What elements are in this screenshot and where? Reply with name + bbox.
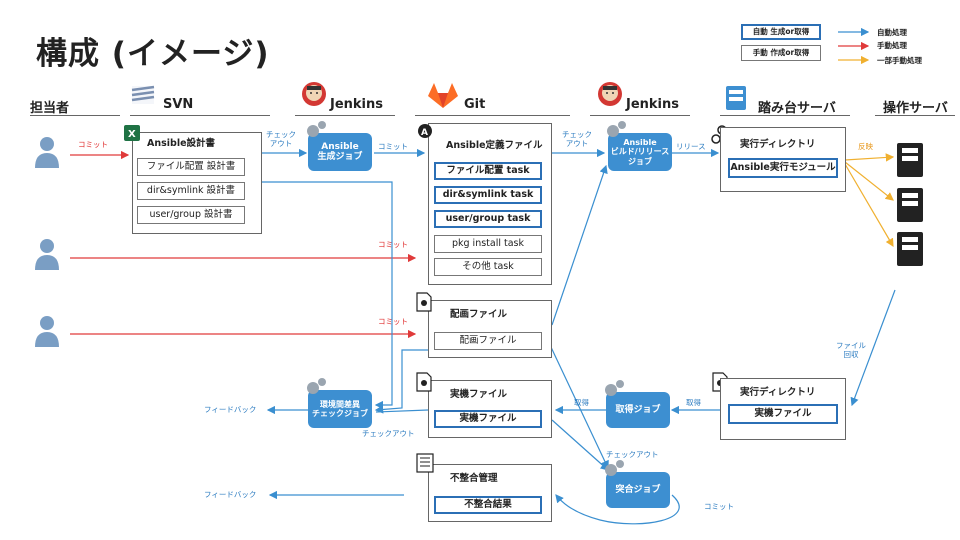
gear-icon: [307, 121, 326, 137]
actual-file-item-2: 実機ファイル: [728, 404, 838, 424]
mismatch-title: 不整合管理: [450, 473, 498, 484]
server-icon-2: [897, 188, 923, 222]
header-svn-line: [130, 115, 270, 116]
svg-text:X: X: [128, 129, 136, 140]
git-task-item-5: その他 task: [434, 258, 542, 276]
env-diff-check-job: 環境間差異 チェックジョブ: [308, 390, 372, 428]
label-fetch-1: 取得: [686, 398, 701, 407]
label-commit-git-1: コミット: [378, 240, 408, 249]
fetch-job: 取得ジョブ: [606, 392, 670, 428]
label-file-collect: ファイル 回収: [836, 341, 866, 359]
header-person: 担当者: [30, 101, 70, 116]
file-gear-icon-2: [416, 372, 432, 392]
svn-doc-item-3: user/group 設計書: [137, 206, 245, 224]
svn-doc-item-1: ファイル配置 設計書: [137, 158, 245, 176]
ansible-module-item: Ansible実行モジュール: [728, 158, 838, 178]
label-checkout-check: チェックアウト: [362, 429, 415, 438]
actual-file-box: [428, 380, 552, 438]
legend-manual-label: 手動処理: [877, 41, 907, 50]
deploy-file-title: 配画ファイル: [450, 309, 508, 320]
header-jenkins1: Jenkins: [330, 97, 384, 112]
label-commit-git-2: コミット: [378, 317, 408, 326]
legend-auto-box: 自動 生成or取得: [741, 24, 821, 40]
legend-manual-box: 手動 作成or取得: [741, 45, 821, 61]
label-checkout-compare: チェックアウト: [606, 450, 659, 459]
label-checkout-svn: チェック アウト: [266, 130, 296, 148]
git-definition-title: Ansible定義ファイル: [446, 140, 543, 151]
actual-file-title: 実機ファイル: [450, 389, 508, 400]
svn-logo-icon: [131, 85, 155, 104]
svg-text:A: A: [421, 128, 428, 138]
person-icon-3: [35, 316, 59, 347]
svn-doc-item-2: dir&symlink 設計書: [137, 182, 245, 200]
label-release: リリース: [676, 142, 706, 151]
label-commit-gen: コミット: [378, 142, 408, 151]
legend-auto-label: 自動処理: [877, 28, 907, 37]
header-target: 操作サーバ: [883, 101, 948, 116]
person-icon-2: [35, 239, 59, 270]
header-jenkins2: Jenkins: [626, 97, 680, 112]
svn-design-title: Ansible設計書: [147, 138, 216, 149]
compare-job: 突合ジョブ: [606, 472, 670, 508]
actual-file-item: 実機ファイル: [434, 410, 542, 428]
git-task-item-4: pkg install task: [434, 235, 542, 253]
header-target-line: [875, 115, 955, 116]
file-gear-icon: [416, 292, 432, 312]
gear-icon-2: [607, 121, 626, 137]
header-git: Git: [464, 97, 486, 112]
label-commit-compare: コミット: [704, 502, 734, 511]
git-task-item-2: dir&symlink task: [434, 186, 542, 204]
deploy-file-item: 配画ファイル: [434, 332, 542, 350]
exec-dir-title: 実行ディレクトリ: [740, 139, 816, 150]
git-task-item-3: user/group task: [434, 210, 542, 228]
label-feedback-2: フィードバック: [204, 490, 257, 499]
label-fetch-2: 取得: [574, 398, 589, 407]
server-icon-1: [897, 143, 923, 177]
header-bastion-line: [720, 115, 850, 116]
server-icon-3: [897, 232, 923, 266]
gear-icon-5: [605, 460, 624, 476]
gear-icon-4: [605, 380, 624, 396]
person-icon-1: [35, 137, 59, 168]
gear-icon-3: [307, 378, 326, 394]
header-svn: SVN: [163, 97, 194, 112]
label-feedback-1: フィードバック: [204, 405, 257, 414]
legend-partial-label: 一部手動処理: [877, 56, 922, 65]
server-tower-icon: [726, 86, 746, 110]
header-bastion: 踏み台サーバ: [758, 101, 836, 116]
ansible-build-job: Ansible ビルド/リリース ジョブ: [608, 133, 672, 171]
label-reflect: 反映: [858, 142, 873, 151]
exec-dir-title-2: 実行ディレクトリ: [740, 387, 816, 398]
jenkins-logo-icon-2: [598, 82, 622, 106]
label-checkout-git: チェック アウト: [562, 130, 592, 148]
document-list-icon: [416, 453, 434, 473]
label-commit-svn: コミット: [78, 140, 108, 149]
gitlab-logo-icon: [428, 83, 458, 108]
header-jenkins1-line: [295, 115, 395, 116]
header-git-line: [415, 115, 570, 116]
header-person-line: [30, 115, 120, 116]
jenkins-logo-icon: [302, 82, 326, 106]
page-title: 構成 (イメージ): [36, 36, 270, 72]
git-task-item-1: ファイル配置 task: [434, 162, 542, 180]
mismatch-result-item: 不整合結果: [434, 496, 542, 514]
header-jenkins2-line: [590, 115, 690, 116]
ansible-gen-job: Ansible 生成ジョブ: [308, 133, 372, 171]
